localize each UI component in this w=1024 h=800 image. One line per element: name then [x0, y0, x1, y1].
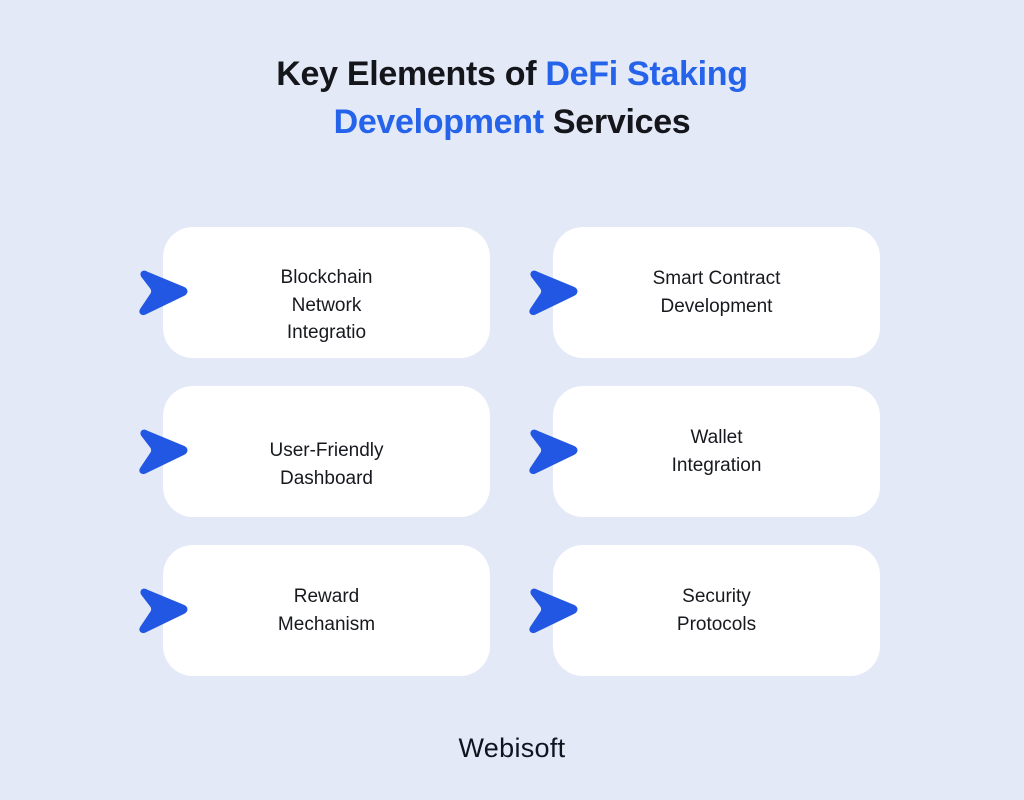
card-label: Security Protocols	[676, 586, 757, 635]
title-segment-blue: DeFi Staking	[545, 55, 748, 93]
title-segment-blue: Development	[333, 103, 545, 141]
card-security-protocols: Security Protocols	[529, 545, 880, 676]
title-line-1: Key Elements of DeFi Staking	[0, 50, 1024, 98]
brand-logo: Webisoft	[458, 733, 566, 763]
arrow-right-icon	[137, 586, 189, 636]
card-label: Blockchain Network Integratio	[280, 267, 373, 344]
card-reward-mechanism: Reward Mechanism	[139, 545, 490, 676]
card-blockchain-network-integration: Blockchain Network Integratio	[139, 227, 490, 358]
arrow-right-icon	[137, 268, 189, 318]
title-segment-dark: Key Elements of	[276, 55, 546, 93]
title-line-2: Development Services	[0, 98, 1024, 146]
card-smart-contract-development: Smart Contract Development	[529, 227, 880, 358]
title-segment-dark: Services	[543, 103, 691, 141]
arrow-right-icon	[527, 586, 579, 636]
card-user-friendly-dashboard: User-Friendly Dashboard	[139, 386, 490, 517]
cards-grid: Blockchain Network Integratio Smart Cont…	[139, 227, 880, 676]
card-label: Smart Contract Development	[652, 268, 781, 317]
arrow-right-icon	[137, 427, 189, 477]
arrow-right-icon	[527, 427, 579, 477]
card-wallet-integration: Wallet Integration	[529, 386, 880, 517]
page-title: Key Elements of DeFi Staking Development…	[0, 50, 1024, 146]
card-label: User-Friendly Dashboard	[269, 440, 384, 489]
card-label: Reward Mechanism	[277, 586, 376, 635]
arrow-right-icon	[527, 268, 579, 318]
card-label: Wallet Integration	[671, 427, 762, 476]
